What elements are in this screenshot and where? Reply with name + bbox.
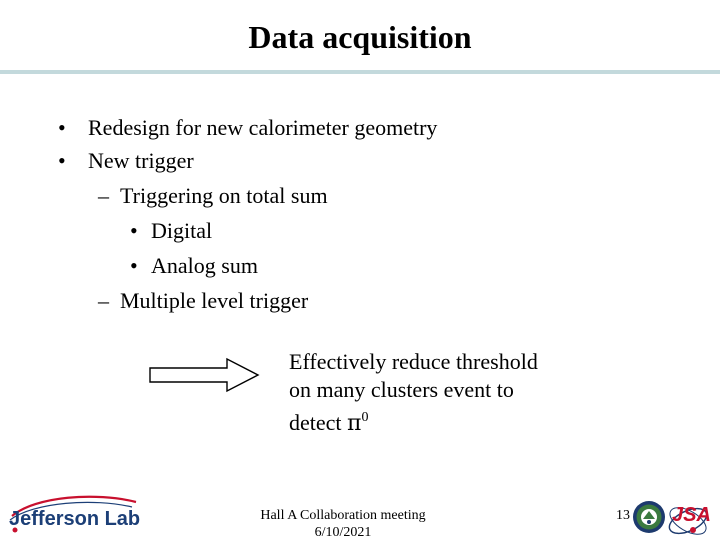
effect-line-2: on many clusters event to <box>289 377 514 402</box>
right-arrow-outline-icon <box>149 357 260 393</box>
sub-sub-bullet-marker: • <box>130 253 138 278</box>
bullet-item: • Redesign for new calorimeter geometry <box>58 115 437 141</box>
footer-date: 6/10/2021 <box>314 525 372 540</box>
bullet-text: Redesign for new calorimeter geometry <box>88 115 438 140</box>
footer-meeting-info: Hall A Collaboration meeting 6/10/2021 <box>234 507 452 541</box>
bullet-marker: • <box>58 115 66 140</box>
pi-symbol: π <box>347 411 362 436</box>
sub-sub-bullet-marker: • <box>130 218 138 243</box>
jsa-logo: JSA <box>668 504 711 535</box>
bullet-item: • New trigger <box>58 148 194 174</box>
bullet-marker: • <box>58 148 66 173</box>
jlab-logo-text: Jefferson Lab <box>9 508 140 530</box>
title-divider <box>0 70 720 74</box>
sub-sub-bullet-item: • Digital <box>130 218 212 244</box>
sub-bullet-item: –Multiple level trigger <box>98 288 308 314</box>
slide-title: Data acquisition <box>248 19 472 55</box>
effect-line-3: detect π0 <box>289 404 538 438</box>
sub-bullet-marker: – <box>98 288 109 313</box>
sub-bullet-text: Triggering on total sum <box>120 183 328 208</box>
bullet-text: New trigger <box>88 148 194 173</box>
sub-sub-bullet-item: • Analog sum <box>130 253 258 279</box>
doe-seal-icon <box>633 501 665 533</box>
jefferson-lab-logo: Jefferson Lab <box>9 495 140 533</box>
sub-bullet-text: Multiple level trigger <box>120 288 309 313</box>
footer-meeting: Hall A Collaboration meeting <box>260 508 426 523</box>
jsa-logo-text: JSA <box>672 504 711 526</box>
effect-line-3-text: detect <box>289 410 348 435</box>
sub-sub-bullet-text: Digital <box>151 218 213 243</box>
sub-sub-bullet-text: Analog sum <box>151 253 258 278</box>
pi-superscript: 0 <box>361 410 369 425</box>
sub-bullet-marker: – <box>98 183 109 208</box>
effect-line-1: Effectively reduce threshold <box>289 349 538 374</box>
sub-bullet-item: –Triggering on total sum <box>98 183 328 209</box>
effect-text-block: Effectively reduce threshold on many clu… <box>289 348 538 438</box>
page-number: 13 <box>616 508 630 523</box>
